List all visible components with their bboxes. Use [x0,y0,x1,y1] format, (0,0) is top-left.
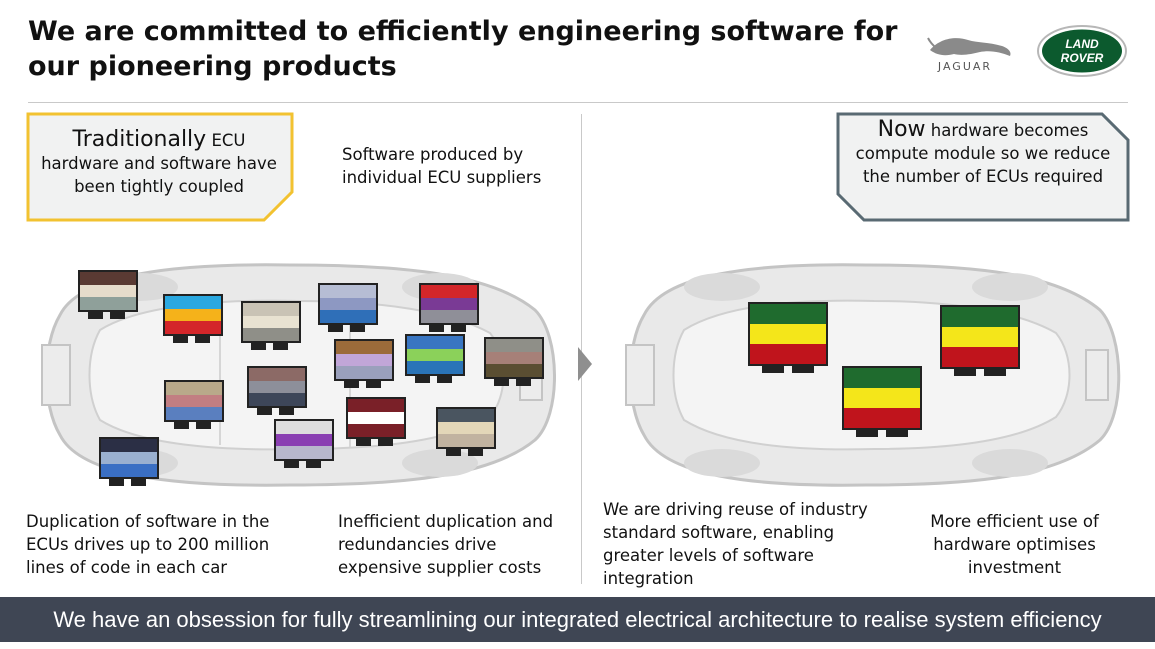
left-ecu-pin [415,376,430,383]
left-top-note: Software produced by individual ECU supp… [342,145,542,187]
left-ecu-pin [195,336,210,343]
left-ecu-10 [247,366,307,408]
left-ecu-pin [494,379,509,386]
right-ecu-2-pin [954,369,976,376]
left-ecu-1 [78,270,138,312]
left-ecu-2 [163,294,223,336]
left-ecu-pin [516,379,531,386]
footer-text: We have an obsession for fully streamlin… [53,607,1102,632]
right-ecu-3-pin [886,430,908,437]
left-ecu-pin [437,376,452,383]
left-ecu-pin [378,439,393,446]
left-bottom-text-2: Inefficient duplication and redundancies… [338,512,554,577]
left-ecu-pin [279,408,294,415]
left-ecu-pin [109,479,124,486]
left-ecu-3 [241,301,301,343]
jaguar-wordmark: JAGUAR [937,60,993,73]
right-bottom-text-2: More efficient use of hardware optimises… [930,512,1099,577]
right-ecu-2-pin [984,369,1006,376]
left-callout-frame [26,112,294,222]
left-callout-rest: ECU hardware and software have been tigh… [41,131,277,196]
right-ecu-3 [842,366,922,430]
jaguar-logo [927,37,1011,56]
left-ecu-pin [251,343,266,350]
left-ecu-9 [164,380,224,422]
left-ecu-5 [419,283,479,325]
left-ecu-pin [344,381,359,388]
left-ecu-pin [356,439,371,446]
left-ecu-13 [274,419,334,461]
left-ecu-pin [131,479,146,486]
right-ecu-3-pin [856,430,878,437]
right-arrow-icon [578,347,592,381]
right-bottom-text-1: We are driving reuse of industry standar… [603,500,868,588]
center-divider [581,114,582,584]
left-ecu-pin [110,312,125,319]
left-ecu-pin [196,422,211,429]
left-ecu-pin [273,343,288,350]
right-callout-rest: hardware becomes compute module so we re… [855,121,1111,186]
right-callout-bold: Now [877,117,926,142]
left-ecu-pin [451,325,466,332]
left-ecu-pin [350,325,365,332]
left-bottom-text-1: Duplication of software in the ECUs driv… [26,512,270,577]
left-ecu-pin [366,381,381,388]
left-ecu-12 [436,407,496,449]
land-rover-line1: LAND [1065,37,1099,51]
right-ecu-1 [748,302,828,366]
footer-bar [0,597,1155,642]
left-ecu-14 [99,437,159,479]
right-ecu-2 [940,305,1020,369]
left-ecu-7 [405,334,465,376]
left-ecu-pin [284,461,299,468]
left-ecu-4 [318,283,378,325]
left-callout-bold: Traditionally [72,127,207,152]
left-ecu-pin [174,422,189,429]
right-ecu-1-pin [762,366,784,373]
left-ecu-pin [446,449,461,456]
left-ecu-pin [88,312,103,319]
left-ecu-pin [328,325,343,332]
land-rover-line2: ROVER [1061,51,1104,65]
left-ecu-6 [334,339,394,381]
left-ecu-pin [306,461,321,468]
land-rover-logo: LAND ROVER [1037,25,1127,77]
left-ecu-pin [468,449,483,456]
page-title: We are committed to efficiently engineer… [28,16,898,82]
header-divider [28,102,1128,103]
left-ecu-pin [429,325,444,332]
right-callout-text: Now hardware becomes compute module so w… [850,118,1116,188]
left-ecu-pin [173,336,188,343]
right-ecu-1-pin [792,366,814,373]
left-ecu-pin [257,408,272,415]
right-callout-frame [836,112,1130,222]
left-ecu-11 [346,397,406,439]
left-callout-text: Traditionally ECU hardware and software … [34,128,284,198]
left-ecu-8 [484,337,544,379]
